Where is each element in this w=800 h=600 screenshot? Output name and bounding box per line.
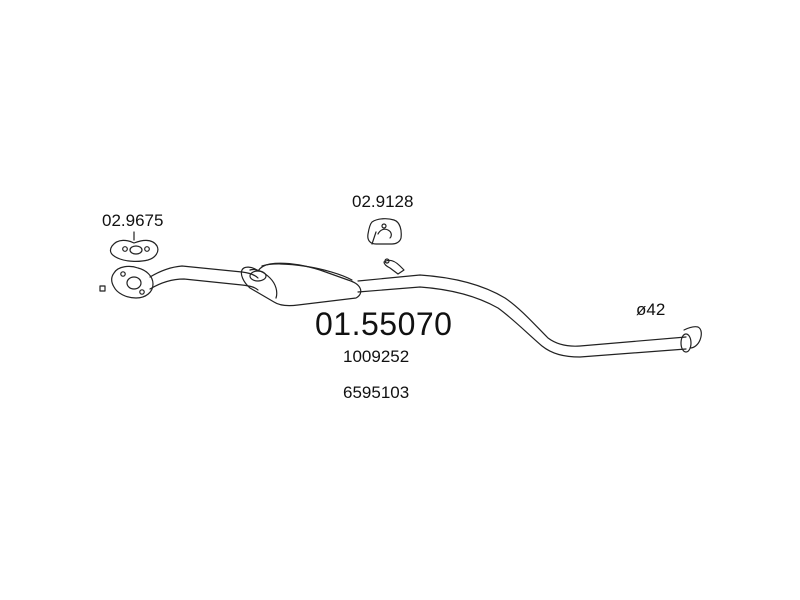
marker-square [99, 285, 106, 292]
front-pipe [149, 265, 259, 291]
alt-part-number-2: 6595103 [343, 383, 410, 402]
gasket-part-number: 02.9675 [102, 211, 164, 230]
rear-pipe [357, 274, 687, 358]
inlet-flange [111, 265, 154, 299]
gasket-part [109, 239, 159, 262]
hanger-part [367, 218, 402, 245]
diameter-label: ø42 [636, 300, 666, 319]
pipe-bracket [383, 258, 405, 275]
alt-part-number-1: 1009252 [343, 347, 410, 366]
hanger-part-number: 02.9128 [352, 192, 414, 211]
main-part-number: 01.55070 [315, 306, 453, 342]
tail-end [680, 326, 702, 353]
middle-silencer [240, 262, 362, 307]
